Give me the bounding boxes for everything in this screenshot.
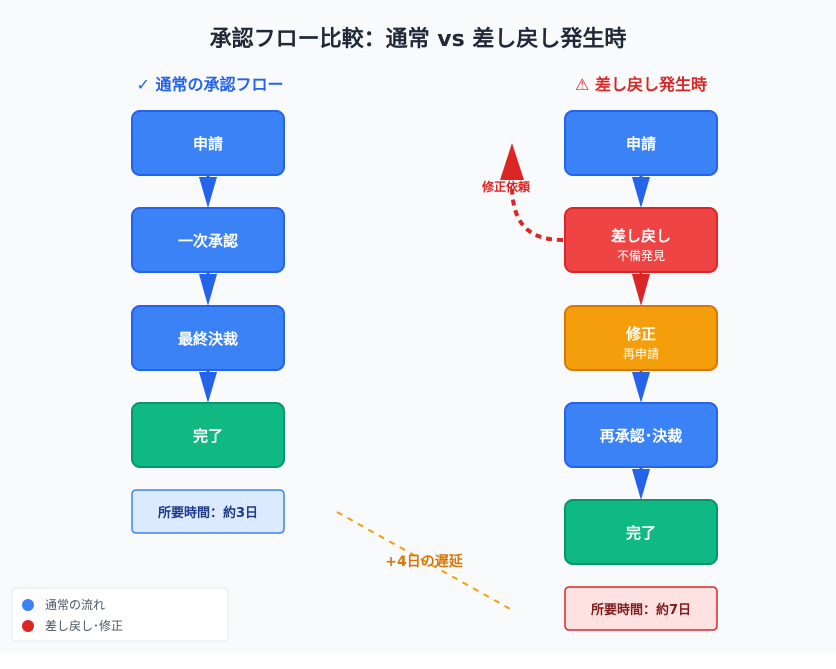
rework-step-sublabel: 不備発見 [617,248,665,263]
rework-step-label: 修正 [625,325,656,343]
normal-arrowhead [199,177,217,208]
normal-step-label: 完了 [193,427,223,445]
rework-step-label: 完了 [626,524,656,542]
rework-step-box [564,207,718,273]
rework-step-label: 再承認･決裁 [600,427,683,445]
normal-time-box [131,489,285,534]
delay-line [336,511,513,611]
rework-time-label: 所要時間：約7日 [591,602,691,618]
normal-step-box [131,305,285,371]
normal-step-box [131,110,285,176]
legend-rework-label: 差し戻し･修正 [45,618,123,633]
rework-step-label: 差し戻し [611,227,671,245]
rework-step-label: 申請 [626,135,656,153]
page-title: 承認フロー比較：通常 vs 差し戻し発生時 [210,26,627,52]
normal-arrowhead [199,274,217,306]
rework-arrowhead [632,274,650,306]
rework-step-sublabel: 再申請 [623,347,659,361]
legend-rework-dot [22,620,34,632]
delay-label: +4日の遅延 [385,553,463,570]
rework-time-box [564,586,718,631]
normal-time-label: 所要時間：約3日 [158,505,258,521]
normal-arrowhead [199,372,217,403]
rework-arrowhead [632,469,650,500]
rework-step-box [564,110,718,176]
rework-loop-arrowhead [500,143,524,180]
loop-label: 修正依頼 [481,179,531,194]
normal-step-label: 最終決裁 [178,330,238,348]
rework-step-box [564,499,718,565]
legend [11,587,229,642]
rework-step-box [564,402,718,468]
rework-flow-header: ⚠ 差し戻し発生時 [575,75,707,94]
rework-arrowhead [632,372,650,403]
legend-normal-dot [22,599,34,611]
legend-normal-label: 通常の流れ [45,598,105,612]
rework-step-box [564,305,718,371]
normal-step-label: 申請 [193,135,223,153]
normal-step-box [131,207,285,273]
rework-arrowhead [632,177,650,208]
normal-flow-header: ✓ 通常の承認フロー [137,75,284,94]
normal-step-label: 一次承認 [178,232,238,250]
normal-step-box [131,402,285,468]
